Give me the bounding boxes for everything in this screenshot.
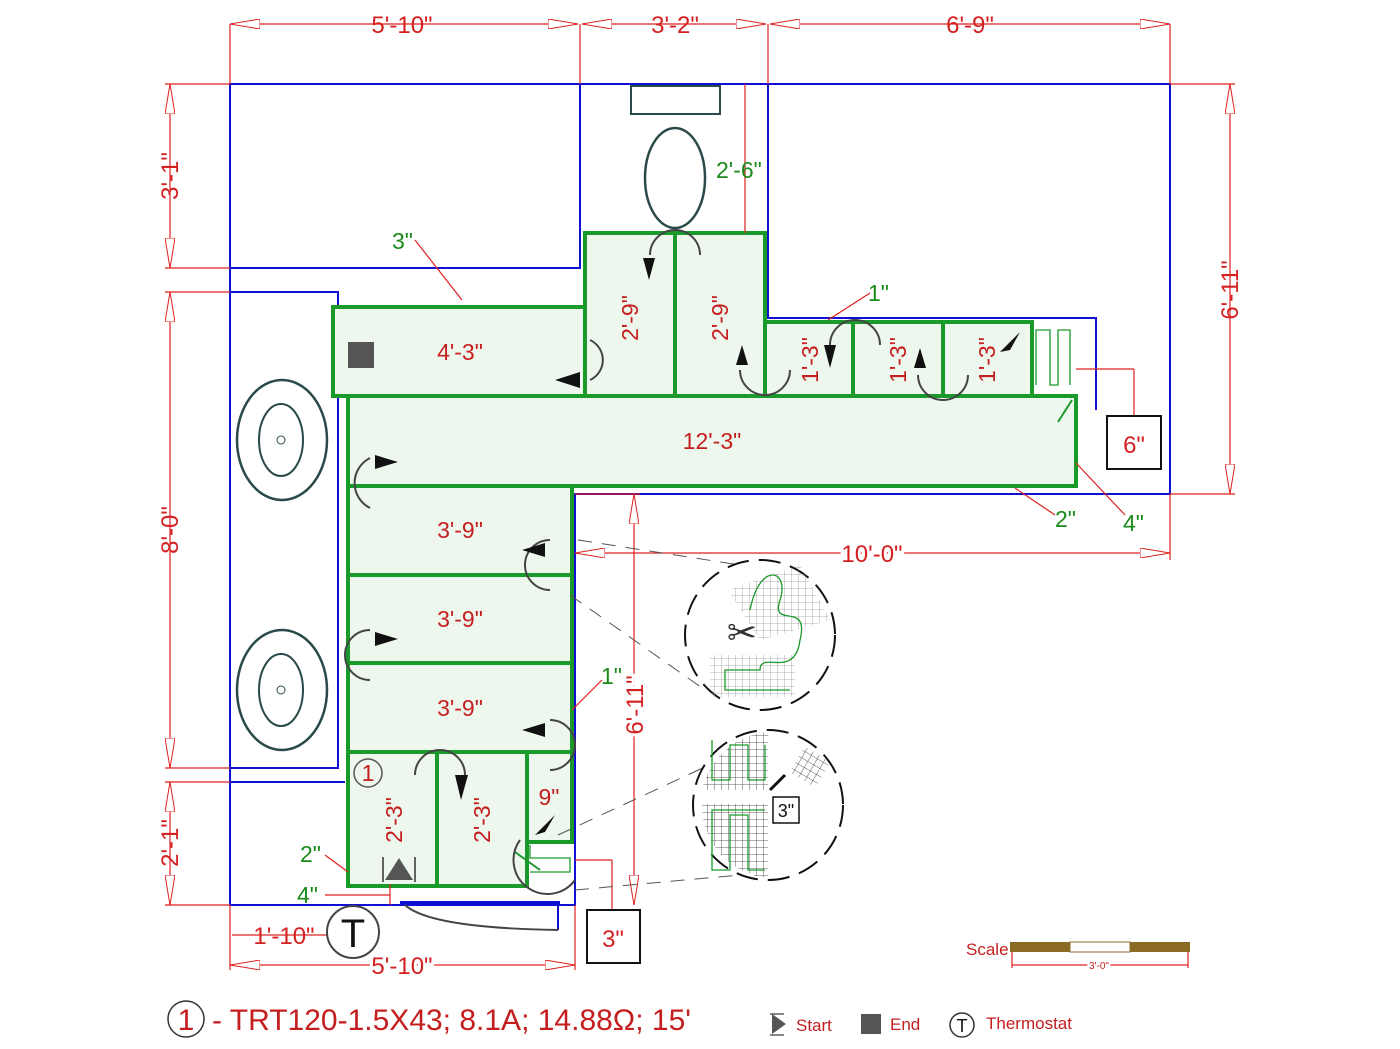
run-left-2: 3'-9" (437, 606, 483, 632)
arrow-right-icon (375, 632, 398, 646)
dim-top-1: 5'-10" (371, 12, 432, 39)
heating-mats (331, 231, 1078, 888)
note-toilet-gap: 2'-6" (716, 157, 762, 183)
note-top-right-gap: 1" (868, 280, 889, 306)
arrow-left-icon (555, 372, 580, 388)
thermostat-legend-icon (949, 1012, 975, 1038)
toilet (630, 85, 721, 230)
run-labels: 4'-3" 2'-9" 2'-9" 1'-3" 1'-3" 1'-3" 12'-… (381, 295, 1000, 843)
note-right-gap-b: 4" (1123, 510, 1144, 536)
dimension-labels: 5'-10" 3'-2" 6'-9" 3'-1" 8'-0" 2'-1" 6'-… (157, 12, 1244, 983)
note-bottom-gap-b: 4" (297, 882, 318, 908)
run-right-small-1: 1'-3" (797, 337, 823, 383)
scale-label: Scale (966, 940, 1009, 959)
scale-length: 3'-0" (1089, 961, 1109, 972)
start-legend-icon (772, 1014, 786, 1034)
arrow-down-icon (824, 345, 836, 368)
start-marker-icon (385, 858, 413, 880)
arrow-left-icon (522, 723, 545, 737)
dim-left-1: 3'-1" (157, 152, 184, 200)
dim-right: 6'-11" (1217, 260, 1244, 319)
note-corridor-gap: 1" (601, 663, 622, 689)
legend-thermostat: Thermostat (986, 1014, 1072, 1033)
legend-end: End (890, 1015, 920, 1034)
circuit-marker (353, 758, 383, 788)
gap-notes: 3" 2'-6" 1" 2" 4" 1" 2" 4" (297, 157, 1144, 908)
legend-circuit-spec: - TRT120-1.5X43; 8.1A; 14.88Ω; 15' (212, 1004, 691, 1037)
arrow-up-icon (914, 348, 926, 368)
run-left-3: 3'-9" (437, 695, 483, 721)
dimension-lines (165, 24, 1235, 970)
end-legend-icon (861, 1014, 881, 1034)
run-right-small-2: 1'-3" (885, 337, 911, 383)
run-right-small-3: 1'-3" (974, 337, 1000, 383)
note-bottom-gap-a: 2" (300, 841, 321, 867)
run-toilet-2: 2'-9" (707, 295, 733, 341)
sink-top (235, 378, 329, 502)
note-top-left-gap: 3" (392, 228, 413, 254)
dim-left-3: 2'-1" (157, 819, 184, 867)
run-bottom-2: 2'-3" (469, 797, 495, 843)
spacing-box-6in: 6" (1123, 432, 1145, 459)
thermostat-label: T (341, 912, 365, 956)
dim-corridor-height: 6'-11" (622, 675, 649, 734)
run-main: 12'-3" (683, 428, 742, 454)
detail-cut-mesh: ✂ (569, 539, 836, 711)
arrow-left-icon (522, 543, 545, 557)
spacing-boxes: 6" 3" (586, 415, 1162, 964)
note-right-gap-a: 2" (1055, 506, 1076, 532)
dim-bottom: 5'-10" (371, 953, 432, 980)
dim-corridor-length: 10'-0" (841, 541, 902, 568)
inset-spacing-label: 3" (778, 801, 794, 821)
detail-turn-mesh: 9" 3" (557, 729, 844, 891)
turn-arrows (344, 229, 1020, 895)
spacing-box-3in: 3" (602, 926, 624, 953)
legend-start: Start (796, 1016, 832, 1035)
legend-circuit-number: 1 (178, 1004, 195, 1037)
end-marker-icon (348, 342, 374, 368)
scissors-icon: ✂ (727, 612, 757, 653)
legend-thermostat-symbol: T (957, 1016, 968, 1036)
arrow-up-icon (736, 345, 748, 365)
run-left-1: 3'-9" (437, 517, 483, 543)
arrow-icon (1000, 332, 1020, 352)
arrow-down-icon (643, 258, 655, 280)
walls (229, 83, 1171, 931)
thermostat-icon (326, 905, 380, 959)
dim-bottom-offset: 1'-10" (253, 923, 314, 950)
dim-top-2: 3'-2" (651, 12, 699, 39)
scale-bar: Scale 3'-0" (966, 940, 1190, 974)
dim-top-3: 6'-9" (946, 12, 994, 39)
run-corner: 9" (539, 784, 560, 810)
sink-bottom (235, 628, 329, 752)
run-vanity-top: 4'-3" (437, 339, 483, 365)
run-bottom-1: 2'-3" (381, 797, 407, 843)
run-toilet-1: 2'-9" (617, 295, 643, 341)
start-arrow-icon (375, 455, 398, 469)
circuit-marker-label: 1 (362, 760, 375, 786)
arrow-icon (535, 815, 555, 835)
legend: 1 - TRT120-1.5X43; 8.1A; 14.88Ω; 15' Sta… (167, 1000, 1072, 1038)
dim-left-2: 8'-0" (157, 506, 184, 554)
arrow-down-icon (455, 775, 468, 800)
